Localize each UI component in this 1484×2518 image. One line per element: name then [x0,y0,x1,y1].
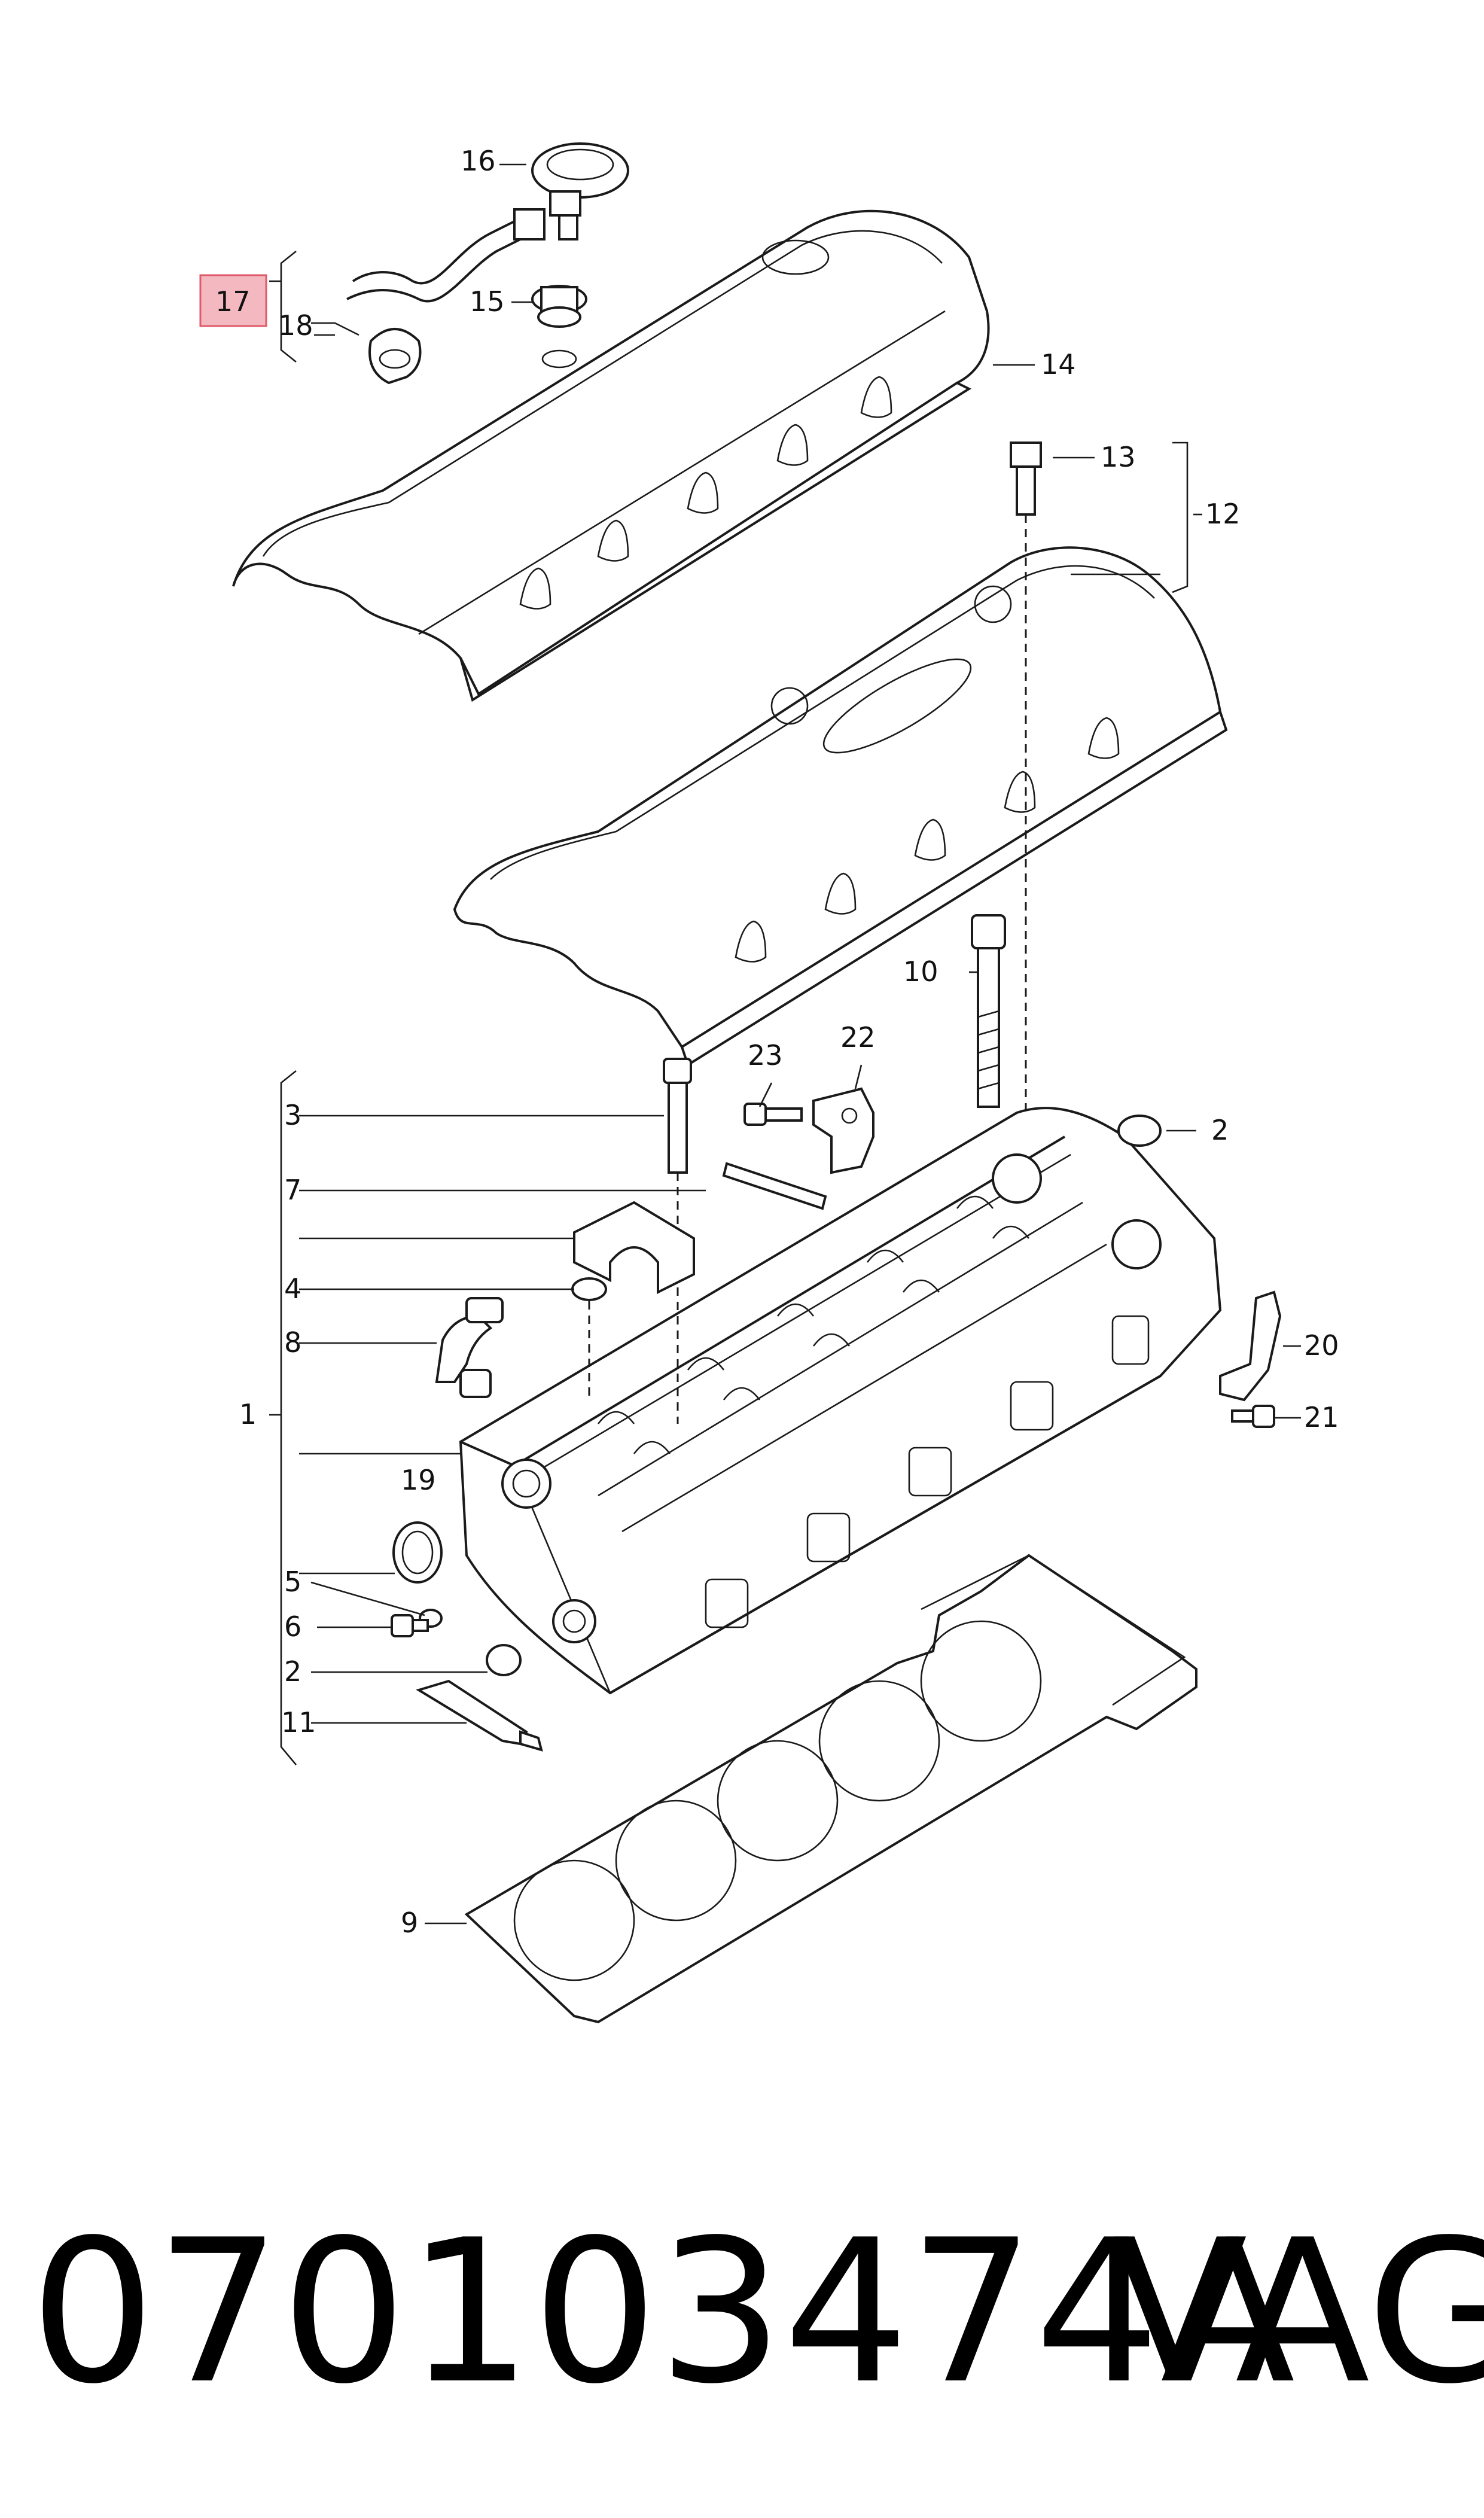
bolt-part-13 [1010,442,1042,516]
label-18: 18 [278,309,313,342]
camshaft-bearings [597,1195,1030,1454]
label-16: 16 [461,145,496,177]
pipe-part-8 [435,1297,504,1398]
label-17: 17 [215,285,251,318]
label-11: 11 [281,1706,316,1738]
label-2-bottom: 2 [284,1655,301,1688]
bolt-part-23 [743,1103,803,1126]
hose-clip-part-18 [368,328,422,385]
bolt-part-21 [1231,1405,1275,1428]
label-7: 7 [284,1174,301,1206]
grommet-part-15 [531,285,587,328]
seal-part-4 [571,1277,607,1301]
head-cover-slots [735,717,1120,963]
engine-cover-part-14 [232,209,990,702]
highlight-box-17 [199,274,267,327]
stud-part-7 [722,1162,827,1210]
plug-part-19 [392,1521,443,1584]
bracket-part-22 [812,1087,874,1174]
label-15: 15 [470,285,505,318]
brand-caption: VAG [1113,2197,1484,2427]
breather-valve-part-16 [531,142,629,240]
bearing-cap-part-7 [573,1201,695,1295]
sealant-tube-part-11 [416,1679,543,1752]
bolt-part-6 [391,1614,429,1637]
plug-part-2-top [1117,1115,1162,1147]
cylinder-head-part-1 [459,1107,1222,1695]
part-labels: 16 15 17 18 14 13 12 10 23 22 2 3 7 4 8 … [215,145,1339,1939]
leader-lines [269,163,1301,1925]
label-14: 14 [1041,348,1076,380]
label-21: 21 [1304,1401,1339,1433]
label-10: 10 [903,955,938,988]
part-number-caption: 070103474A [30,2197,1296,2427]
label-6: 6 [284,1610,301,1643]
label-3: 3 [284,1099,301,1131]
label-1: 1 [239,1398,257,1430]
plug-part-2-bottom [486,1644,522,1676]
label-22: 22 [840,1021,876,1054]
label-9: 9 [401,1907,418,1939]
label-13: 13 [1101,441,1136,473]
label-23: 23 [748,1039,783,1071]
gasket-bores [513,1620,1042,1981]
label-4: 4 [284,1272,301,1305]
bolt-part-3 [663,1058,692,1174]
head-gasket-part-9 [464,1554,1197,2024]
label-8: 8 [284,1326,301,1359]
head-cover-part-12 [453,546,1228,1067]
cylinder-head-ports [705,1315,1150,1628]
breather-hose-part-17 [346,208,546,303]
bracket-part-20 [1219,1290,1282,1402]
label-2-top: 2 [1211,1114,1229,1146]
label-19: 19 [401,1464,436,1496]
label-12: 12 [1205,498,1241,530]
bolt-part-10 [971,914,1006,1108]
label-5: 5 [284,1566,301,1598]
label-20: 20 [1304,1329,1339,1362]
cover-slots [519,376,892,610]
